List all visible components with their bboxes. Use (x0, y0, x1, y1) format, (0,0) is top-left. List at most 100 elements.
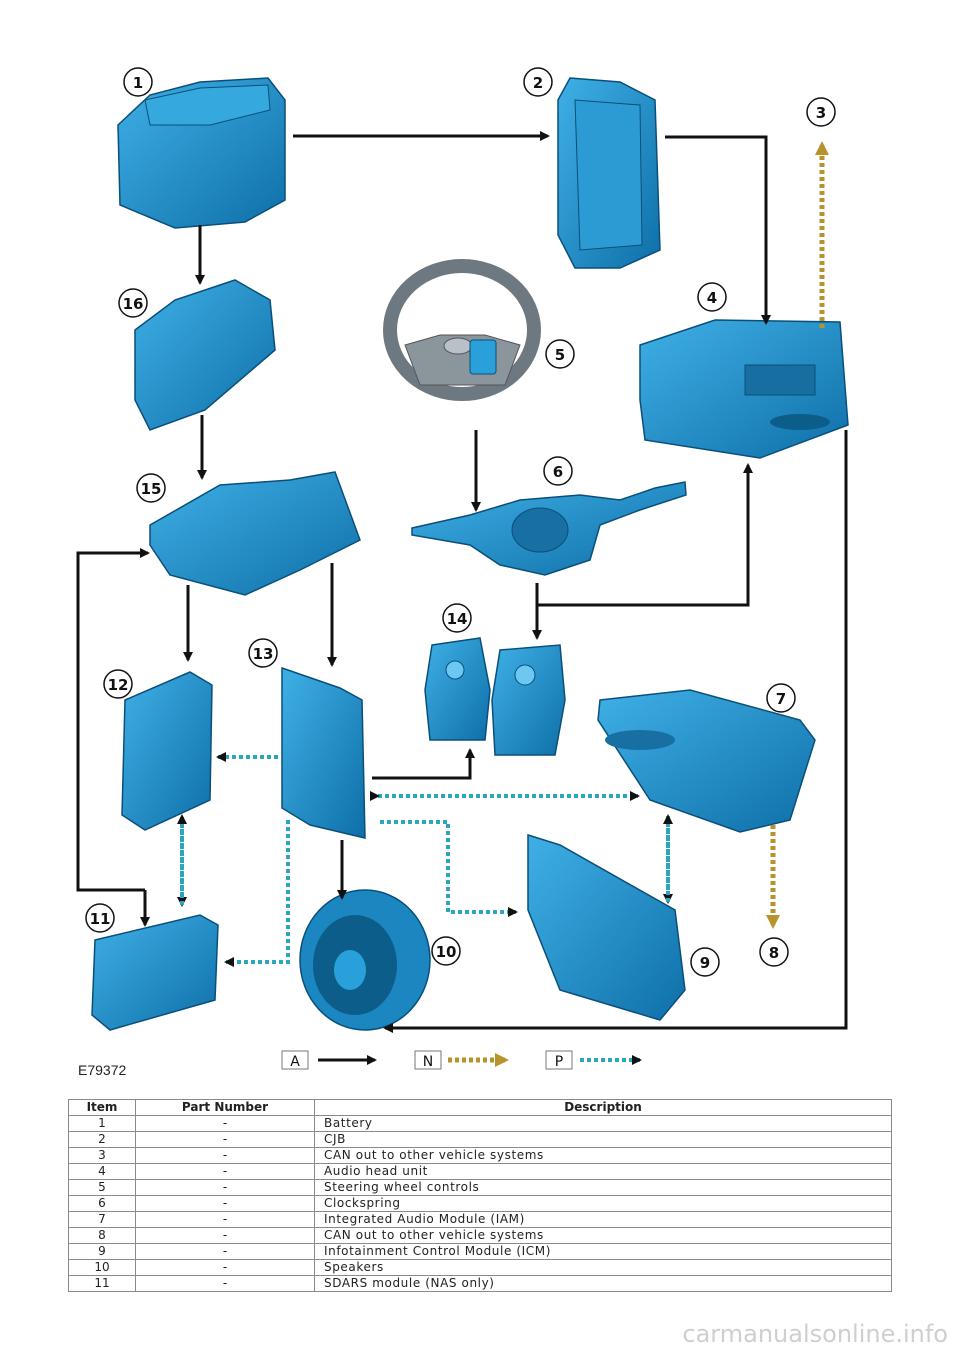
svg-text:3: 3 (816, 104, 826, 122)
row-part-number: - (135, 1243, 315, 1260)
header-description: Description (314, 1099, 892, 1116)
callout-2: 2 (523, 67, 553, 97)
row-item: 5 (68, 1179, 136, 1196)
cjb-component (557, 77, 661, 269)
row-item: 10 (68, 1259, 136, 1276)
switch-pack-component (424, 637, 566, 756)
table-row: 10-Speakers (68, 1259, 892, 1276)
table-row: 6-Clockspring (68, 1195, 892, 1212)
svg-text:15: 15 (141, 480, 162, 498)
row-item: 1 (68, 1115, 136, 1132)
svg-text:4: 4 (707, 289, 717, 307)
callout-8: 8 (759, 937, 789, 967)
module-13-component (281, 666, 366, 839)
table-header-row: Item Part Number Description (68, 1099, 892, 1116)
svg-text:N: N (423, 1054, 433, 1070)
row-description: CJB (314, 1131, 892, 1148)
row-description: Steering wheel controls (314, 1179, 892, 1196)
callout-4: 4 (697, 282, 727, 312)
table-row: 4-Audio head unit (68, 1163, 892, 1180)
speaker-component (299, 889, 431, 1031)
row-description: Speakers (314, 1259, 892, 1276)
svg-text:A: A (290, 1054, 300, 1070)
row-item: 8 (68, 1227, 136, 1244)
row-description: Clockspring (314, 1195, 892, 1212)
callout-13: 13 (248, 638, 278, 668)
svg-text:14: 14 (447, 610, 468, 628)
svg-text:6: 6 (553, 463, 563, 481)
table-row: 2-CJB (68, 1131, 892, 1148)
module-15-component (149, 471, 361, 596)
svg-text:10: 10 (436, 943, 457, 961)
callout-12: 12 (103, 669, 133, 699)
callout-3: 3 (806, 97, 836, 127)
svg-text:16: 16 (123, 295, 144, 313)
header-item: Item (68, 1099, 136, 1116)
row-part-number: - (135, 1115, 315, 1132)
callout-16: 16 (118, 288, 148, 318)
row-description: Audio head unit (314, 1163, 892, 1180)
watermark: carmanualsonline.info (682, 1320, 948, 1348)
row-part-number: - (135, 1275, 315, 1292)
legend-item-p: P (545, 1050, 642, 1070)
callout-6: 6 (543, 456, 573, 486)
battery-component (117, 77, 286, 229)
legend: A N P (281, 1050, 642, 1070)
table-row: 5-Steering wheel controls (68, 1179, 892, 1196)
row-part-number: - (135, 1227, 315, 1244)
legend-item-a: A (281, 1050, 377, 1070)
row-item: 4 (68, 1163, 136, 1180)
table-row: 9-Infotainment Control Module (ICM) (68, 1243, 892, 1260)
ecu-16-component (134, 279, 276, 431)
row-part-number: - (135, 1195, 315, 1212)
row-part-number: - (135, 1211, 315, 1228)
callout-11: 11 (85, 903, 115, 933)
row-part-number: - (135, 1131, 315, 1148)
links-solid (76, 131, 848, 1033)
iam-component (597, 689, 816, 833)
callout-5: 5 (545, 339, 575, 369)
sdars-module-component (91, 914, 219, 1031)
table-row: 8-CAN out to other vehicle systems (68, 1227, 892, 1244)
svg-text:12: 12 (108, 676, 129, 694)
svg-text:7: 7 (776, 690, 786, 708)
callout-15: 15 (136, 473, 166, 503)
figure-id: E79372 (78, 1062, 127, 1078)
legend-item-n: N (414, 1050, 509, 1070)
svg-text:1: 1 (133, 74, 143, 92)
table-row: 3-CAN out to other vehicle systems (68, 1147, 892, 1164)
links-dotted-gold (766, 141, 829, 929)
svg-text:2: 2 (533, 74, 543, 92)
svg-text:11: 11 (90, 910, 111, 928)
table-row: 11-SDARS module (NAS only) (68, 1275, 892, 1292)
row-description: SDARS module (NAS only) (314, 1275, 892, 1292)
system-diagram: 1 2 3 4 5 6 7 8 9 10 11 12 13 14 15 16 A… (76, 67, 849, 1070)
svg-text:8: 8 (769, 944, 779, 962)
callout-9: 9 (690, 947, 720, 977)
row-item: 2 (68, 1131, 136, 1148)
row-item: 11 (68, 1275, 136, 1292)
callout-10: 10 (431, 936, 461, 966)
clockspring-component (411, 481, 687, 576)
row-description: Infotainment Control Module (ICM) (314, 1243, 892, 1260)
svg-text:13: 13 (253, 645, 274, 663)
table-row: 1-Battery (68, 1115, 892, 1132)
callout-1: 1 (123, 67, 153, 97)
row-item: 9 (68, 1243, 136, 1260)
svg-text:5: 5 (555, 346, 565, 364)
links-dotted-teal (177, 752, 673, 967)
module-12-component (121, 671, 213, 831)
icm-component (527, 833, 686, 1021)
row-item: 6 (68, 1195, 136, 1212)
row-description: CAN out to other vehicle systems (314, 1147, 892, 1164)
callout-14: 14 (442, 603, 472, 633)
row-description: CAN out to other vehicle systems (314, 1227, 892, 1244)
row-part-number: - (135, 1259, 315, 1276)
header-part-number: Part Number (135, 1099, 315, 1116)
row-part-number: - (135, 1147, 315, 1164)
audio-head-unit-component (639, 319, 849, 459)
table-row: 7-Integrated Audio Module (IAM) (68, 1211, 892, 1228)
svg-text:9: 9 (700, 954, 710, 972)
row-item: 7 (68, 1211, 136, 1228)
